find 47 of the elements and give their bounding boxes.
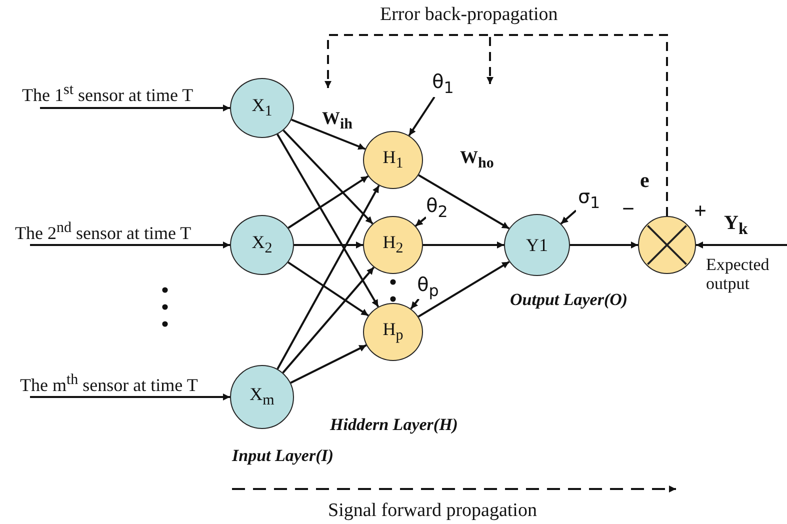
input-neuron: X$_{1}$ — [230, 78, 294, 138]
arrow — [30, 242, 230, 248]
input-neuron: X$_{2}$ — [230, 215, 294, 275]
bias-symbol: θ$_{p}$ — [417, 275, 439, 299]
arrow — [410, 298, 420, 310]
layer-label: Output Layer(O) — [510, 290, 628, 310]
arrow — [560, 210, 577, 224]
arrow — [294, 242, 363, 248]
bias-symbol: θ$_{1}$ — [431, 71, 455, 97]
weight-label: W$_{ho}$ — [460, 147, 494, 173]
caption-text: Error back-propagation — [380, 4, 558, 26]
arrow — [276, 185, 380, 370]
caption-text: Signal forward propagation — [328, 500, 537, 522]
edge-label: The m$^{th}$ sensor at time T — [20, 372, 198, 396]
hidden-neuron: H$_{2}$ — [363, 216, 423, 274]
layer-label: Hiddern Layer(H) — [330, 415, 458, 435]
layer-label: Input Layer(I) — [232, 446, 334, 466]
arrow — [291, 118, 366, 150]
arrow — [288, 175, 369, 229]
arrow — [30, 394, 230, 400]
caption-text: Expected output — [706, 256, 770, 294]
arrow — [570, 242, 638, 248]
weight-label: W$_{ih}$ — [322, 108, 353, 134]
edge-label: The 1$^{st}$ sensor at time T — [22, 82, 194, 106]
arrow — [696, 242, 787, 248]
arrow — [276, 134, 380, 308]
arrow — [408, 96, 436, 136]
arrow — [418, 174, 510, 230]
bias-symbol: θ$_{2}$ — [426, 196, 448, 220]
arrow — [486, 34, 668, 216]
error-label: e — [640, 168, 650, 193]
edge-label: The 2$^{nd}$ sensor at time T — [15, 220, 192, 244]
edge-label: Y$_{k}$ — [724, 213, 748, 238]
arrow — [418, 260, 510, 318]
hidden-neuron: H$_{1}$ — [363, 131, 423, 189]
arrow — [282, 266, 375, 374]
arrow — [40, 104, 230, 112]
sign-label: − — [622, 196, 635, 222]
arrow — [282, 130, 374, 224]
arrow — [288, 261, 369, 316]
arrow — [414, 216, 427, 227]
sign-label: + — [694, 198, 707, 224]
output-neuron: Y1 — [504, 214, 570, 276]
arrow — [423, 242, 504, 248]
hidden-neuron: H$_{p}$ — [363, 303, 423, 361]
input-neuron: X$_{m}$ — [230, 365, 294, 429]
arrow — [290, 344, 367, 384]
